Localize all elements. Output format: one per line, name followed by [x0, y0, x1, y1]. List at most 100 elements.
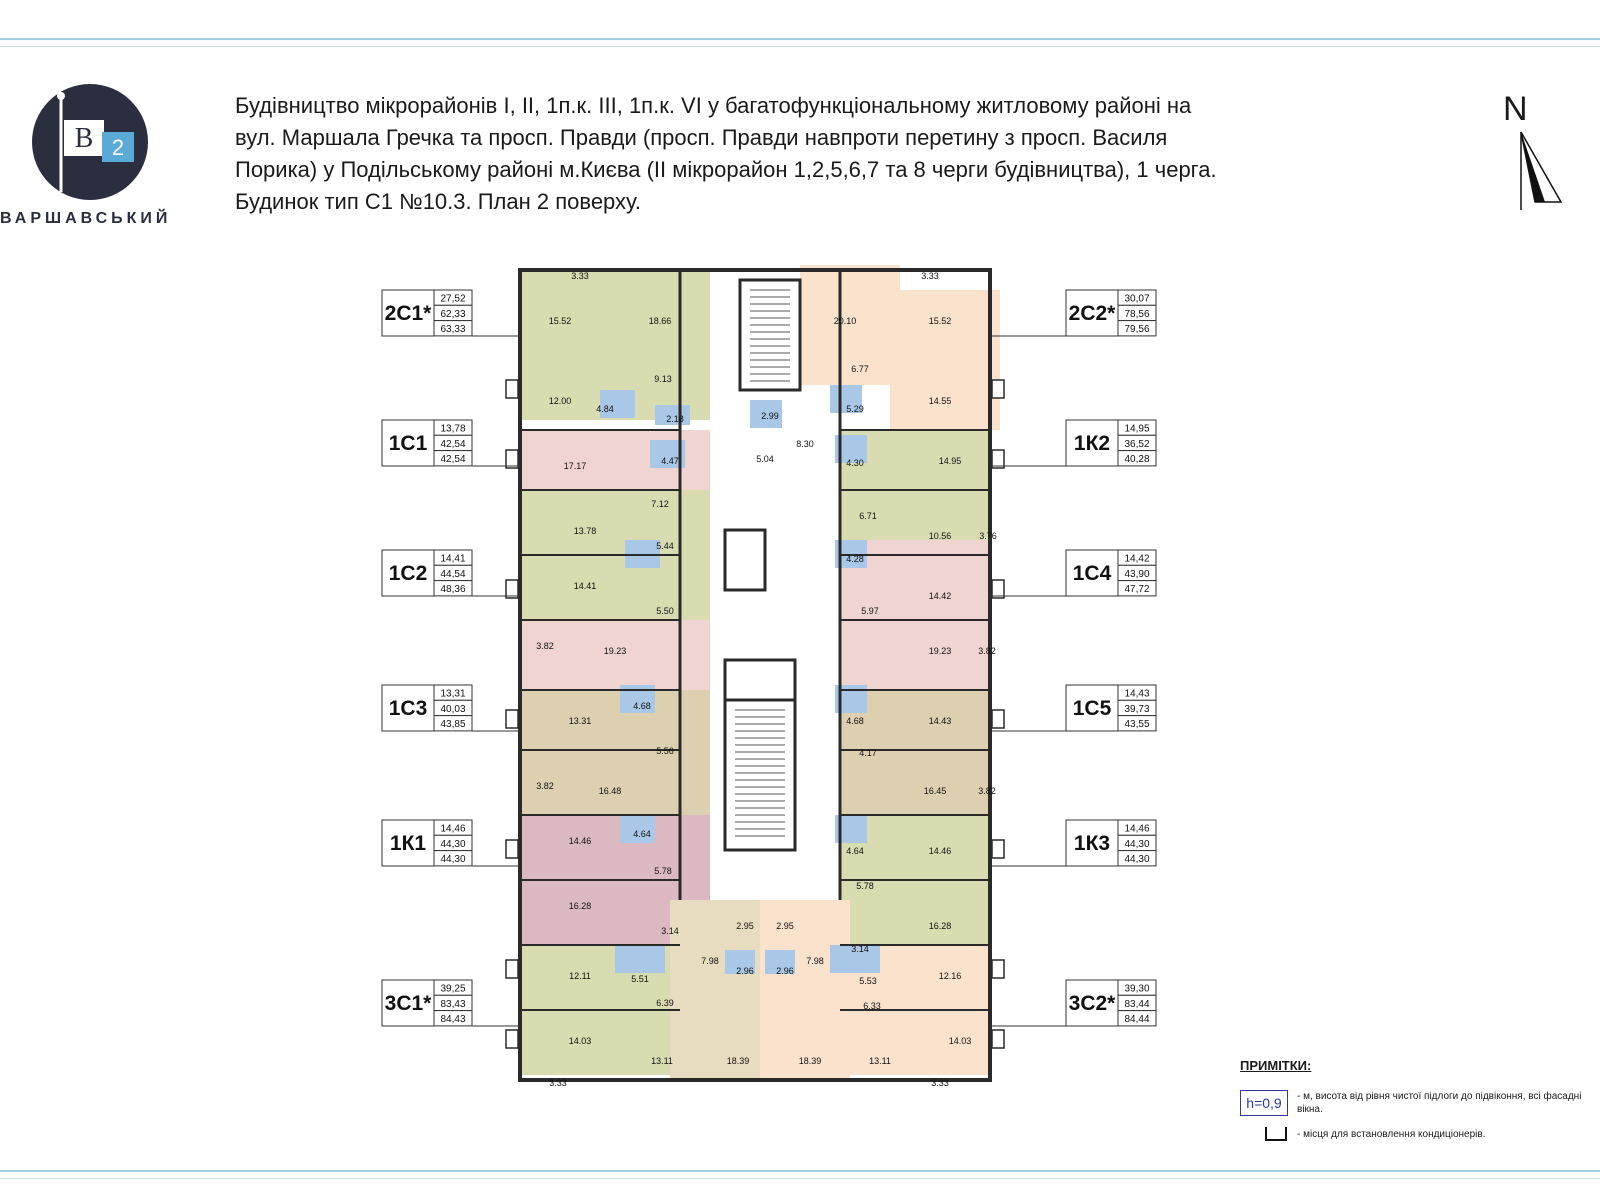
- apartment-code: 1С3: [389, 697, 428, 720]
- ac-place-note: - місця для встановлення кондиціонерів.: [1297, 1129, 1486, 1140]
- legend-area-cell: [433, 715, 473, 732]
- sill-height-note: - м, висота від рівня чистої підлоги до …: [1297, 1091, 1582, 1115]
- staircase-upper: [738, 278, 802, 392]
- legend-code-box: [381, 419, 435, 467]
- bathroom-block: [615, 945, 665, 973]
- room-area-label: 18.39: [727, 1056, 750, 1066]
- room-area-label: 2.96: [776, 966, 794, 976]
- room-area-label: 4.64: [846, 846, 864, 856]
- apartment-area: 30,07: [1124, 294, 1149, 305]
- apartment-area: 43,55: [1124, 719, 1149, 730]
- ac-place-right: [991, 839, 1005, 859]
- sill-height-marker: h=0,9: [1240, 1090, 1288, 1116]
- plan-walls: [505, 268, 1005, 1082]
- ac-place-right: [991, 379, 1005, 399]
- room-area-label: 20.10: [834, 316, 857, 326]
- room-area-label: 2.99: [761, 411, 779, 421]
- room-area-label: 15.52: [549, 316, 572, 326]
- legend-area-cell: [1117, 1010, 1157, 1027]
- room-area-label: 19.23: [929, 646, 952, 656]
- title-line-4: Будинок тип С1 №10.3. План 2 поверху.: [235, 189, 641, 214]
- elevator-pair: [723, 658, 797, 702]
- apartment-area: 42,54: [440, 439, 465, 450]
- room-area-label: 2.18: [666, 414, 684, 424]
- ac-place-right: [991, 579, 1005, 599]
- apartment-block: [520, 620, 710, 690]
- bottom-rule-thin: [0, 1178, 1600, 1179]
- room-area-label: 14.03: [569, 1036, 592, 1046]
- room-area-label: 5.51: [631, 974, 649, 984]
- legend-area-cell: [433, 850, 473, 867]
- apartment-area: 36,52: [1124, 439, 1149, 450]
- room-area-label: 4.84: [596, 404, 614, 414]
- room-area-label: 14.55: [929, 396, 952, 406]
- room-area-label: 5.97: [861, 606, 879, 616]
- apartment-area: 83,43: [440, 999, 465, 1010]
- room-area-label: 17.17: [564, 461, 587, 471]
- plan-title: Будівництво мікрорайонів I, II, 1п.к. II…: [235, 90, 1415, 218]
- apartment-code: 1К1: [390, 832, 426, 855]
- room-area-label: 2.95: [736, 921, 754, 931]
- room-area-label: 4.47: [661, 456, 679, 466]
- title-line-1: Будівництво мікрорайонів I, II, 1п.к. II…: [235, 93, 1192, 118]
- apartment-code: 1С1: [389, 432, 428, 455]
- apartment-fills: [520, 265, 1000, 1080]
- apartment-block: [670, 900, 760, 1080]
- room-area-label: 16.48: [599, 786, 622, 796]
- legend-area-cell: [433, 1010, 473, 1027]
- legend-code-box: [1065, 684, 1119, 732]
- apartment-area: 48,36: [440, 584, 465, 595]
- apartment-area: 39,25: [440, 984, 465, 995]
- legend-code-box: [381, 819, 435, 867]
- bathroom-block: [830, 945, 880, 973]
- room-area-label: 5.44: [656, 541, 674, 551]
- apartment-area: 40,28: [1124, 454, 1149, 465]
- elevator-shaft: [723, 528, 767, 592]
- legend-code-box: [381, 979, 435, 1027]
- apartment-code: 2С1*: [385, 302, 433, 325]
- room-area-label: 4.68: [633, 701, 651, 711]
- room-area-label: 6.33: [863, 1001, 881, 1011]
- bathroom-block: [725, 950, 755, 974]
- apartment-code: 1С4: [1073, 562, 1112, 585]
- outer-wall: [518, 268, 992, 1082]
- room-area-label: 15.52: [929, 316, 952, 326]
- apartment-area: 44,30: [440, 839, 465, 850]
- room-area-label: 7.98: [806, 956, 824, 966]
- room-area-label: 12.16: [939, 971, 962, 981]
- apartment-block: [760, 900, 850, 1080]
- north-arrow-icon: [1520, 131, 1563, 210]
- apartment-area: 14,95: [1124, 424, 1149, 435]
- room-area-label: 5.50: [656, 606, 674, 616]
- apartment-area: 62,33: [440, 309, 465, 320]
- room-area-label: 3.82: [536, 781, 554, 791]
- room-area-label: 14.46: [569, 836, 592, 846]
- staircase-lower: [723, 698, 797, 852]
- room-area-label: 4.17: [859, 748, 877, 758]
- room-area-label: 3.33: [921, 271, 939, 281]
- top-rule: [0, 38, 1600, 40]
- north-label: N: [1503, 90, 1528, 128]
- legend-code-box: [1065, 289, 1119, 337]
- apartment-block: [800, 265, 900, 385]
- ac-place-left: [505, 959, 519, 979]
- room-area-label: 4.30: [846, 458, 864, 468]
- room-area-label: 6.39: [656, 998, 674, 1008]
- apartment-area: 14,46: [440, 824, 465, 835]
- apartment-area: 84,44: [1124, 1014, 1149, 1025]
- room-area-label: 16.45: [924, 786, 947, 796]
- apartment-block: [890, 290, 1000, 430]
- apartment-code: 1К3: [1074, 832, 1110, 855]
- logo-emblem-icon: B 2: [32, 84, 148, 200]
- legend-area-cell: [1117, 580, 1157, 597]
- room-area-label: 5.04: [756, 454, 774, 464]
- apartment-area: 27,52: [440, 294, 465, 305]
- apartment-area: 14,41: [440, 554, 465, 565]
- room-area-label: 5.78: [654, 866, 672, 876]
